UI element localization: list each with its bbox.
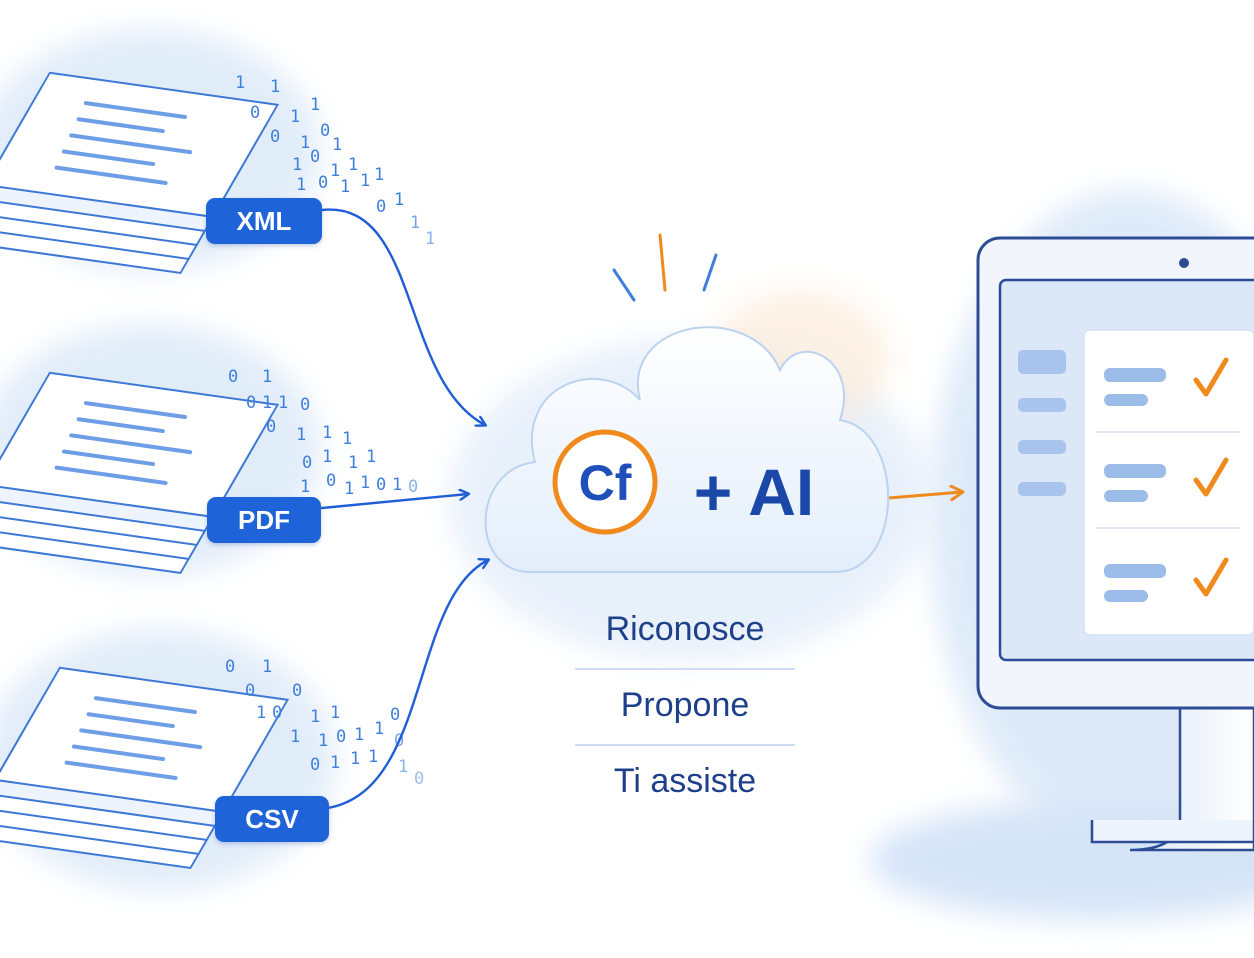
bit-digit: 1 xyxy=(330,161,340,181)
bit-digit: 1 xyxy=(270,77,280,97)
bit-digit: 0 xyxy=(250,103,260,123)
step-divider xyxy=(575,744,795,746)
bit-digit: 1 xyxy=(310,707,320,727)
bit-digit: 1 xyxy=(310,95,320,115)
bit-digit: 0 xyxy=(320,121,330,141)
arrow-csv-to-cloud xyxy=(326,560,488,810)
bit-digit: 1 xyxy=(360,473,370,493)
bit-digit: 1 xyxy=(360,171,370,191)
bit-digit: 1 xyxy=(368,747,378,767)
bit-digit: 0 xyxy=(310,755,320,775)
bit-digit: 0 xyxy=(292,681,302,701)
bit-digit: 1 xyxy=(410,213,420,233)
bit-digit: 1 xyxy=(392,475,402,495)
arrow-cloud-to-monitor xyxy=(886,492,962,498)
bit-digit: 0 xyxy=(302,453,312,473)
bit-digit: 1 xyxy=(425,229,435,249)
step-label-propose: Propone xyxy=(620,686,750,724)
bit-digit: 1 xyxy=(290,727,300,747)
bit-digit: 0 xyxy=(336,727,346,747)
document-stack-icon xyxy=(0,71,280,274)
bit-digit: 1 xyxy=(354,725,364,745)
bit-digit: 0 xyxy=(270,127,280,147)
bit-digit: 0 xyxy=(414,769,424,789)
bit-digit: 1 xyxy=(296,175,306,195)
step-label-recognize: Riconosce xyxy=(605,610,765,648)
bit-digit: 0 xyxy=(326,471,336,491)
cloud-icon xyxy=(484,326,890,573)
bit-digit: 1 xyxy=(300,133,310,153)
bit-digit: 1 xyxy=(330,753,340,773)
check-icon xyxy=(1193,357,1229,397)
binary-stream: 1 1 0 1 1 0 1 0 1 1 0 1 1 1 0 1 1 1 0 1 … xyxy=(235,73,435,249)
bit-digit: 1 xyxy=(348,453,358,473)
format-badge-csv: CSV xyxy=(215,796,329,842)
document-stack-icon xyxy=(0,371,280,574)
bit-digit: 1 xyxy=(394,190,404,210)
flow-arrows xyxy=(320,208,488,810)
bit-digit: 1 xyxy=(332,135,342,155)
bit-digit: 1 xyxy=(262,367,272,387)
bit-digit: 1 xyxy=(256,703,266,723)
bit-digit: 1 xyxy=(318,731,328,751)
bit-digit: 0 xyxy=(390,705,400,725)
bit-digit: 0 xyxy=(376,475,386,495)
bit-digit: 1 xyxy=(296,425,306,445)
bit-digit: 0 xyxy=(408,477,418,497)
bit-digit: 0 xyxy=(318,173,328,193)
bit-digit: 0 xyxy=(300,395,310,415)
bit-digit: 1 xyxy=(322,447,332,467)
bit-digit: 0 xyxy=(245,681,255,701)
bit-digit: 0 xyxy=(225,657,235,677)
bit-digit: 0 xyxy=(246,393,256,413)
bit-digit: 0 xyxy=(376,197,386,217)
bit-digit: 0 xyxy=(266,417,276,437)
spark-lines xyxy=(612,233,718,302)
bit-digit: 1 xyxy=(235,73,245,93)
step-label-assist: Ti assiste xyxy=(613,762,757,800)
bit-digit: 1 xyxy=(262,657,272,677)
bit-digit: 0 xyxy=(228,367,238,387)
bit-digit: 1 xyxy=(366,447,376,467)
cf-logo-text: Cf xyxy=(579,455,632,511)
bit-digit: 0 xyxy=(310,147,320,167)
arrow-pdf-to-cloud xyxy=(320,494,468,510)
step-divider xyxy=(575,668,795,670)
format-badge-pdf: PDF xyxy=(207,497,321,543)
bit-digit: 1 xyxy=(398,757,408,777)
bit-digit: 1 xyxy=(350,749,360,769)
check-icon xyxy=(1193,557,1229,597)
bit-digit: 1 xyxy=(290,107,300,127)
monitor-icon xyxy=(976,236,1254,852)
bit-digit: 0 xyxy=(272,703,282,723)
bit-digit: 1 xyxy=(300,477,310,497)
arrow-xml-to-cloud xyxy=(320,208,485,425)
bit-digit: 1 xyxy=(278,393,288,413)
format-badge-xml: XML xyxy=(206,198,322,244)
bit-digit: 1 xyxy=(344,479,354,499)
bit-digit: 1 xyxy=(374,719,384,739)
check-icon xyxy=(1193,457,1229,497)
bit-digit: 1 xyxy=(322,423,332,443)
document-stack-icon xyxy=(0,666,290,869)
binary-stream: 0 1 0 1 1 0 0 1 1 0 1 1 1 1 1 0 1 1 0 1 … xyxy=(228,367,418,499)
bit-digit: 1 xyxy=(348,155,358,175)
bit-digit: 1 xyxy=(340,177,350,197)
plus-ai-label: + AI xyxy=(694,455,814,529)
bit-digit: 1 xyxy=(342,429,352,449)
cf-logo-icon: Cf xyxy=(552,429,658,535)
bit-digit: 1 xyxy=(262,393,272,413)
bit-digit: 1 xyxy=(330,703,340,723)
bit-digit: 1 xyxy=(374,165,384,185)
bit-digit: 1 xyxy=(292,155,302,175)
